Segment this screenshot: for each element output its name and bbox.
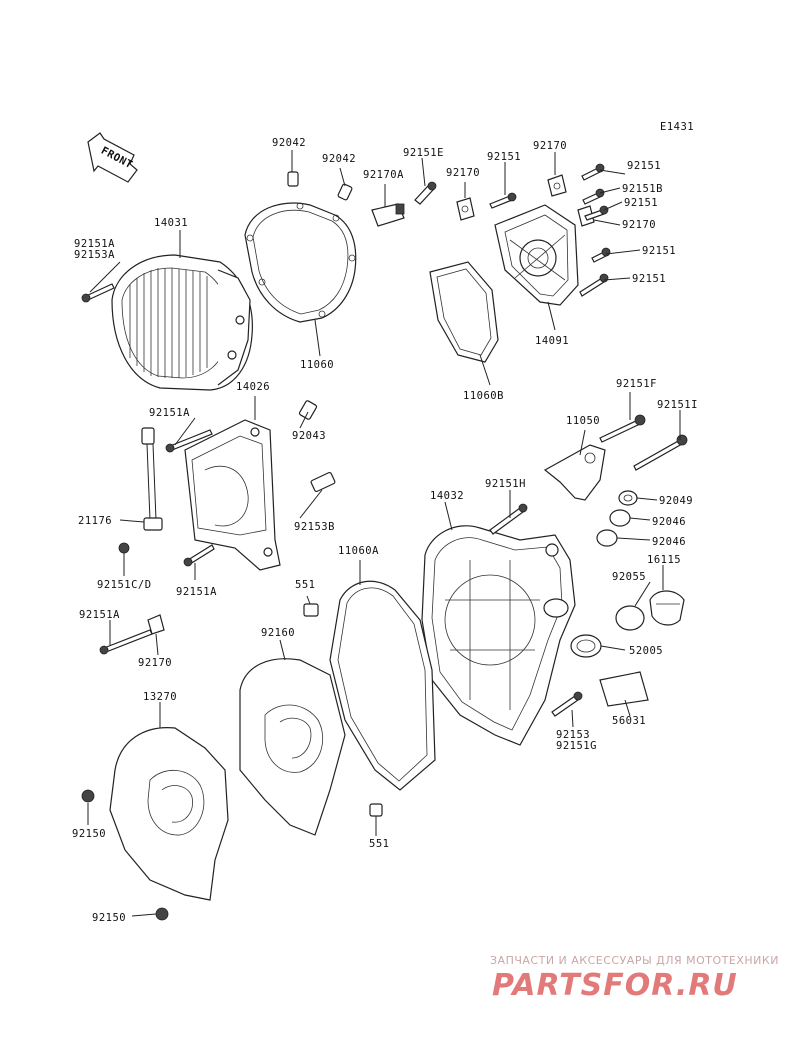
label-92151-2: 92151 — [627, 160, 661, 172]
part-92170A-clamp — [371, 203, 405, 227]
label-92042-a: 92042 — [272, 137, 306, 149]
part-92150-bolt — [81, 789, 95, 803]
label-92049: 92049 — [659, 495, 693, 507]
part-92151F-bolt — [599, 414, 646, 443]
part-92150-bolt-2 — [155, 907, 169, 921]
label-16115: 16115 — [647, 554, 681, 566]
part-92042-dowel-2 — [337, 183, 353, 201]
part-14091-cover — [494, 204, 579, 306]
label-56031: 56031 — [612, 715, 646, 727]
diagram-code: E1431 — [660, 121, 694, 133]
label-92151A-low: 92151A — [176, 586, 217, 598]
label-92042-b: 92042 — [322, 153, 356, 165]
label-92160: 92160 — [261, 627, 295, 639]
label-92151-5: 92151 — [632, 273, 666, 285]
label-92153: 92153 — [556, 729, 590, 741]
part-92151A-bolt-left — [99, 629, 153, 655]
label-92151CD: 92151C/D — [97, 579, 152, 591]
part-13270-cover — [109, 727, 229, 901]
label-11060A: 11060A — [338, 545, 379, 557]
label-92151F: 92151F — [616, 378, 657, 390]
part-11050-bracket — [543, 444, 606, 501]
label-14026: 14026 — [236, 381, 270, 393]
label-92151A-mid: 92151A — [149, 407, 190, 419]
label-92151-3: 92151 — [624, 197, 658, 209]
label-92151A-top: 92151A — [74, 238, 115, 250]
label-92153B: 92153B — [294, 521, 335, 533]
part-16115-cap — [649, 590, 685, 626]
label-92151E: 92151E — [403, 147, 444, 159]
watermark-tagline: ЗАПЧАСТИ И АКСЕССУАРЫ ДЛЯ МОТОТЕХНИКИ — [490, 954, 779, 967]
label-92153A: 92153A — [74, 249, 115, 261]
label-92151-4: 92151 — [642, 245, 676, 257]
part-92151E-bolt — [414, 181, 437, 205]
label-21176: 21176 — [78, 515, 112, 527]
part-92151CD-bolt — [118, 542, 130, 554]
label-92150-b: 92150 — [92, 912, 126, 924]
watermark: ЗАПЧАСТИ И АКСЕССУАРЫ ДЛЯ МОТОТЕХНИКИ PA… — [490, 954, 779, 1003]
part-92043-dowel — [298, 400, 318, 420]
part-14032-clutch-cover — [421, 525, 576, 746]
label-92150-a: 92150 — [72, 828, 106, 840]
part-21176-hose — [141, 427, 163, 531]
part-92170-clamp-low — [147, 614, 165, 635]
label-14091: 14091 — [535, 335, 569, 347]
part-92160-plate — [239, 658, 346, 836]
label-92151-1: 92151 — [487, 151, 521, 163]
part-92055-o-ring — [615, 605, 645, 631]
label-92170-c: 92170 — [622, 219, 656, 231]
part-11060B-gasket — [429, 261, 499, 363]
part-92151A-bolt-mid — [165, 429, 213, 453]
part-52005-window — [570, 634, 602, 658]
part-92151A-bolt-top — [81, 283, 115, 303]
label-92151A-left: 92151A — [79, 609, 120, 621]
label-92170-top: 92170 — [533, 140, 567, 152]
label-11060: 11060 — [300, 359, 334, 371]
label-92151I: 92151I — [657, 399, 698, 411]
front-arrow-icon: FRONT — [87, 132, 138, 183]
label-92151H: 92151H — [485, 478, 526, 490]
part-56031-label — [599, 671, 649, 707]
label-92170A: 92170A — [363, 169, 404, 181]
label-92046-a: 92046 — [652, 516, 686, 528]
label-551-top: 551 — [295, 579, 315, 591]
label-92151B: 92151B — [622, 183, 663, 195]
part-92170-clamp-b — [547, 174, 567, 197]
part-92042-dowel — [287, 171, 299, 187]
watermark-logo: PARTSFOR.RU — [492, 968, 738, 1003]
part-11060-gasket — [244, 202, 357, 323]
label-13270: 13270 — [143, 691, 177, 703]
part-14031-generator-cover — [111, 254, 253, 391]
part-551-dowel — [303, 603, 319, 617]
label-11050: 11050 — [566, 415, 600, 427]
label-52005: 52005 — [629, 645, 663, 657]
label-14032: 14032 — [430, 490, 464, 502]
part-92151A-bolt-low — [183, 544, 215, 567]
part-11060A-gasket — [329, 580, 436, 791]
part-92170-clamp-a — [456, 197, 475, 221]
part-92153-bolt — [551, 691, 583, 717]
leader-lines — [87, 150, 681, 917]
label-14031: 14031 — [154, 217, 188, 229]
part-92046-grommet-2 — [596, 529, 618, 547]
callout-labels: 92042 92042 92151E 92151 92170 92170A 92… — [72, 137, 698, 924]
part-92046-grommet — [609, 509, 631, 527]
label-92055: 92055 — [612, 571, 646, 583]
part-551-dowel-2 — [369, 803, 383, 817]
label-92170-b: 92170 — [446, 167, 480, 179]
part-92151I-bolt — [633, 434, 688, 471]
label-551-low: 551 — [369, 838, 389, 850]
part-14026-pulser-cover — [184, 419, 281, 571]
part-92151H-bolt — [489, 503, 528, 535]
label-92043: 92043 — [292, 430, 326, 442]
label-92151G: 92151G — [556, 740, 597, 752]
part-92049-grommet — [618, 490, 638, 506]
label-92170-low: 92170 — [138, 657, 172, 669]
label-92046-b: 92046 — [652, 536, 686, 548]
part-92153B-bolt — [310, 471, 336, 493]
label-11060B: 11060B — [463, 390, 504, 402]
